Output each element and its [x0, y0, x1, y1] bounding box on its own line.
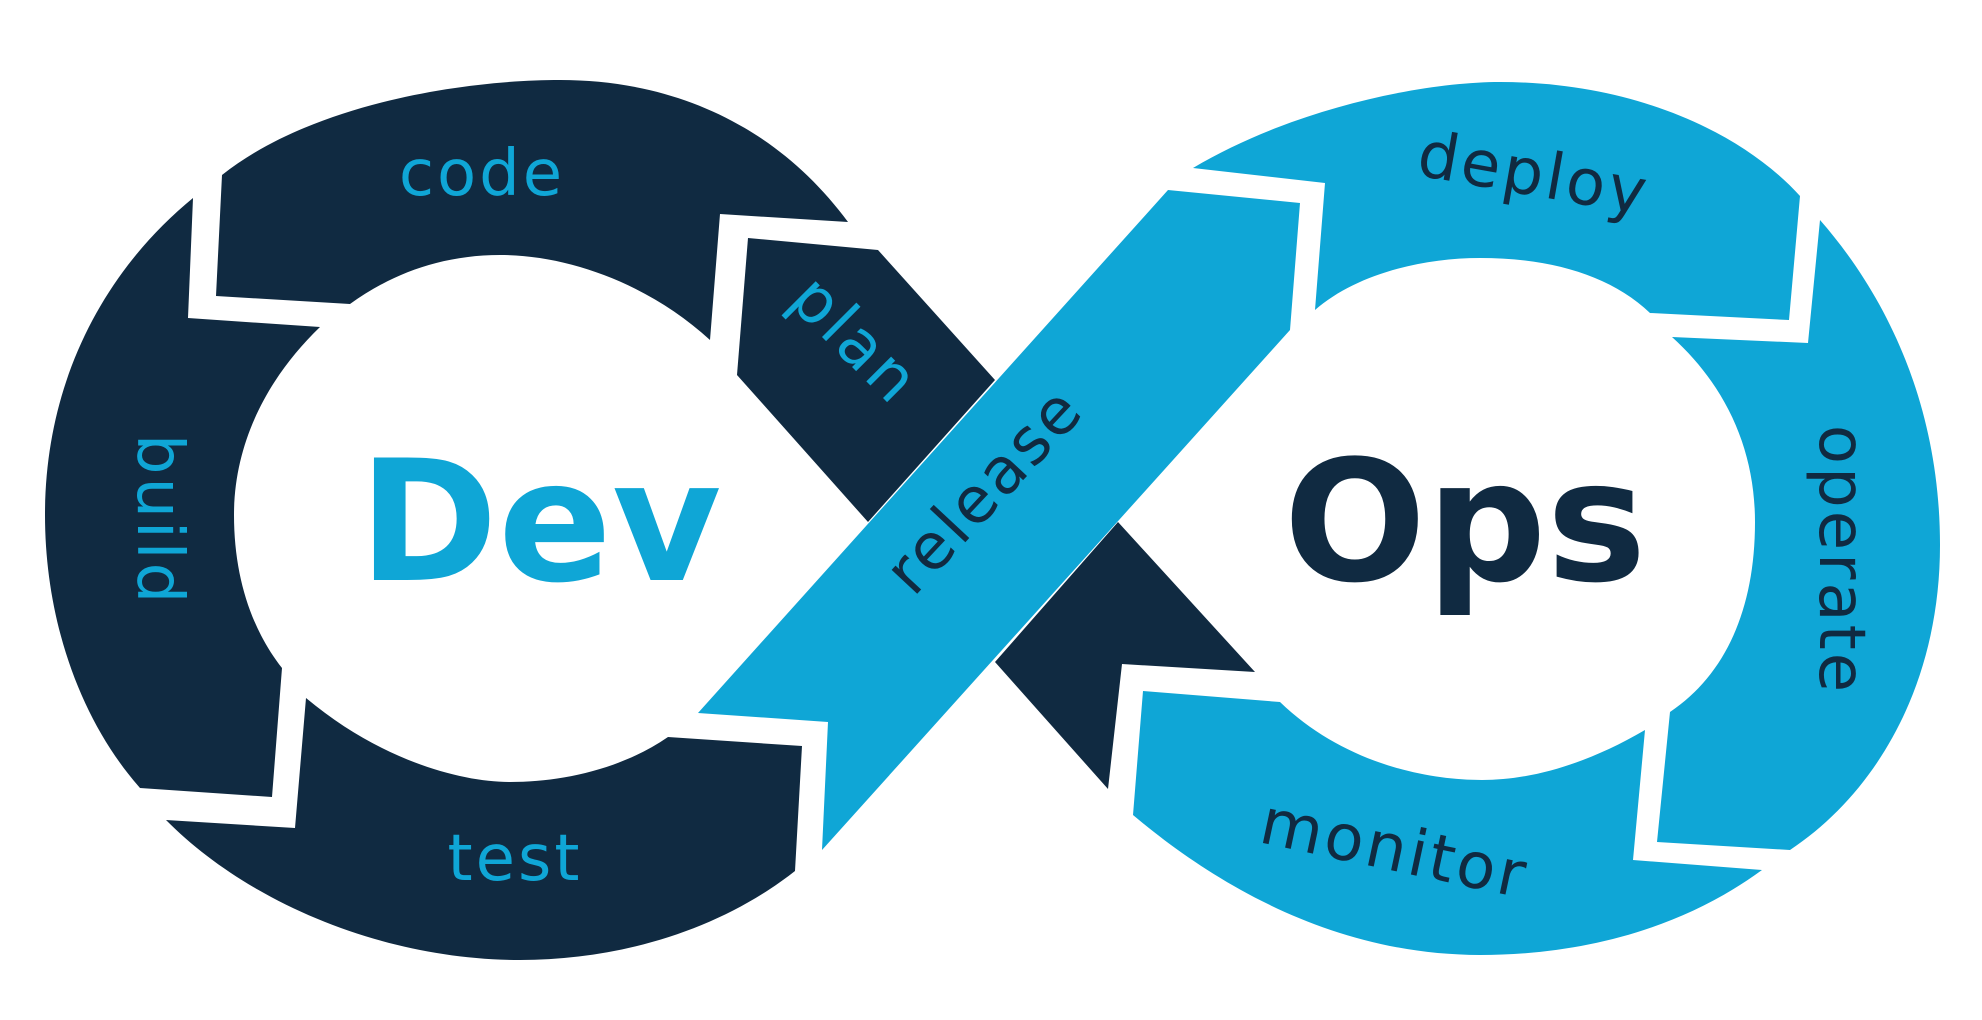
ops-loop	[698, 82, 1940, 955]
segment-code	[216, 80, 848, 340]
segment-operate	[1657, 220, 1940, 850]
segment-crossing-lower	[995, 522, 1255, 789]
segment-plan	[737, 238, 995, 522]
segment-release	[698, 190, 1300, 850]
dev-loop	[45, 80, 1255, 960]
segment-test	[166, 698, 802, 960]
stage-label-operate: operate	[1804, 425, 1878, 695]
stage-label-build: build	[122, 434, 196, 606]
segment-monitor	[1133, 691, 1762, 955]
segment-build	[45, 198, 320, 797]
stage-label-code: code	[399, 137, 565, 211]
ops-title: Ops	[1283, 424, 1646, 620]
stage-label-test: test	[448, 822, 583, 896]
dev-title: Dev	[359, 424, 722, 620]
segment-deploy	[1193, 82, 1800, 320]
